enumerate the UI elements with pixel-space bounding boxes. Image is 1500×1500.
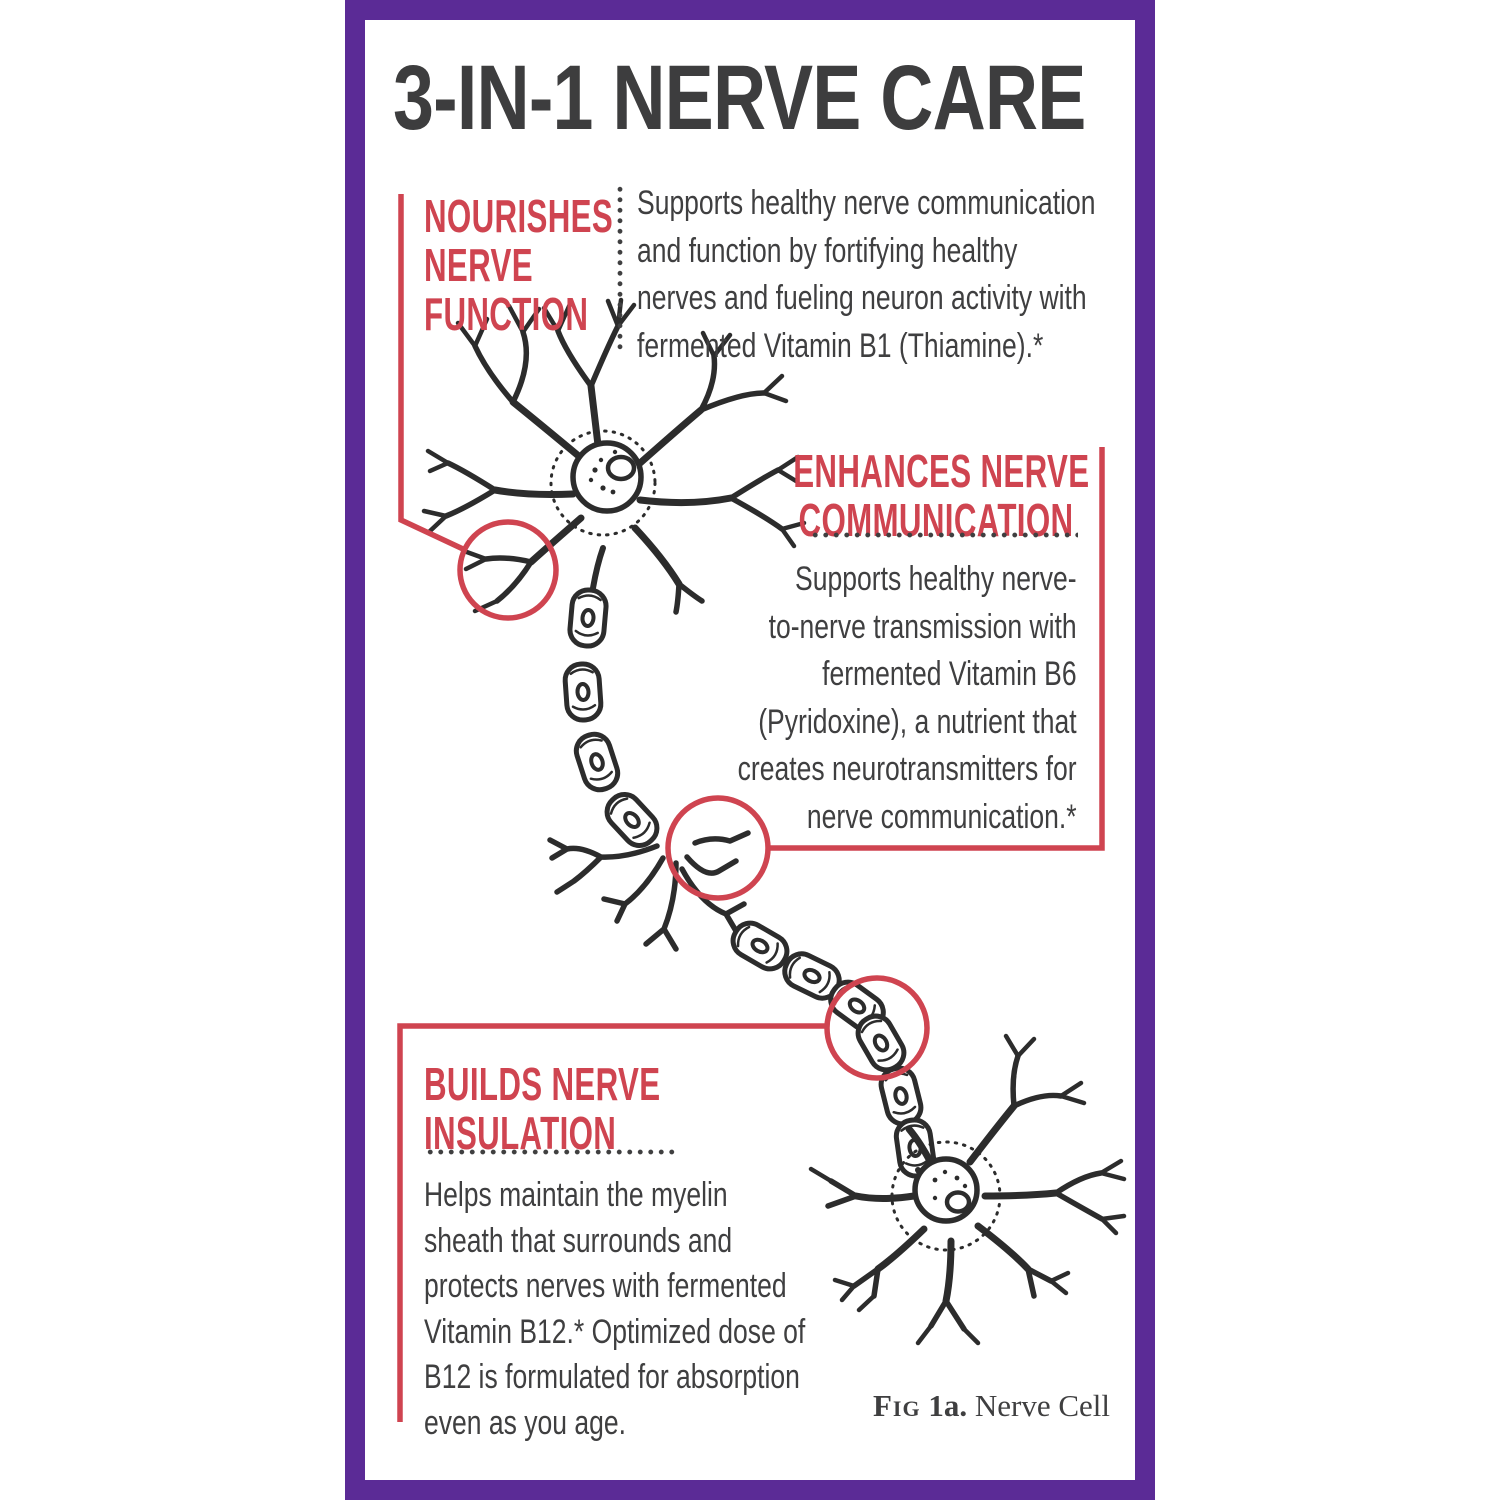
body-line: (Pyridoxine), a nutrient that [758, 702, 1077, 741]
body-line: creates neurotransmitters for [737, 750, 1077, 788]
bottom-nucleolus [944, 1190, 972, 1214]
heading-line: FUNCTION [424, 288, 589, 340]
bottom-neuron-twigs [808, 1033, 1127, 1346]
top-neuron-branches [443, 323, 785, 615]
body-line: and function by fortifying healthy [637, 231, 1018, 270]
body-line: sheath that surrounds and [424, 1221, 733, 1260]
body-line: fermented Vitamin B1 (Thiamine).* [637, 326, 1044, 365]
figure-caption-number: 1a. [928, 1388, 968, 1423]
top-neuron-dendrites [491, 382, 735, 588]
axon-neck-top [590, 545, 606, 591]
highlight-circle-synapse [665, 795, 771, 901]
heading-line: ENHANCES NERVE [793, 445, 1090, 497]
bottom-nucleus-dots [932, 1169, 968, 1201]
body-line: nerves and fueling neuron activity with [637, 279, 1087, 317]
bottom-neuron-branches [825, 1053, 1105, 1332]
top-nucleolus [605, 454, 637, 482]
leader-line-nourishes [398, 194, 465, 552]
section-body-nourishes: Supports healthy nerve communication and… [637, 180, 1095, 370]
highlight-circle-dendrites [457, 519, 559, 621]
nerve-cell-illustration [397, 194, 1127, 1422]
body-line: Supports healthy nerve- [795, 560, 1077, 598]
section-heading-enhances: ENHANCES NERVE COMMUNICATION [793, 445, 1090, 545]
bottom-soma-stipple [890, 1140, 1002, 1252]
callout-annotations [397, 194, 1105, 1422]
body-line: nerve communication.* [807, 797, 1077, 836]
neuron-drawing [421, 297, 1127, 1346]
body-line: Vitamin B12.* Optimized dose of [424, 1312, 806, 1351]
page-title: 3-IN-1 NERVE CARE [393, 47, 1086, 149]
nerve-care-card: 3-IN-1 NERVE CARE NOURISHES NERVE FUNCTI… [345, 0, 1155, 1500]
dotted-divider-enhances [810, 532, 1078, 538]
section-heading-nourishes: NOURISHES NERVE FUNCTION [424, 192, 613, 339]
axon-terminal-branches [547, 830, 751, 952]
body-line: Supports healthy nerve communication [637, 184, 1096, 222]
body-line: B12 is formulated for absorption [424, 1358, 800, 1396]
top-soma-stipple [549, 429, 657, 537]
section-body-enhances: Supports healthy nerve- to-nerve transmi… [738, 556, 1077, 841]
top-nucleus-dots [588, 449, 618, 495]
body-line: Helps maintain the myelin [424, 1176, 728, 1214]
section-body-insulation: Helps maintain the myelin sheath that su… [424, 1173, 805, 1446]
dotted-divider-insulation [425, 1149, 677, 1155]
leader-line-enhances [768, 447, 1105, 851]
body-line: protects nerves with fermented [424, 1267, 787, 1305]
bottom-nucleus [912, 1156, 980, 1224]
figure-caption-label: Nerve Cell [974, 1388, 1110, 1423]
figure-caption-fig: Fig [872, 1388, 921, 1423]
body-line: even as you age. [424, 1403, 626, 1442]
body-line: to-nerve transmission with [768, 607, 1077, 646]
top-neuron-twigs [421, 297, 807, 614]
leader-line-insulation [397, 1023, 827, 1422]
dotted-divider-vertical [617, 184, 623, 350]
section-heading-insulation: BUILDS NERVE INSULATION [424, 1060, 660, 1158]
highlight-circle-myelin [824, 975, 930, 1081]
bottom-neuron-dendrites [852, 1102, 1060, 1305]
heading-line: NERVE [424, 239, 533, 291]
myelin-chain-upper [564, 589, 663, 852]
heading-line: BUILDS NERVE [424, 1058, 661, 1110]
body-line: fermented Vitamin B6 [822, 655, 1077, 693]
figure-caption: Fig 1a. Nerve Cell [873, 1388, 1110, 1424]
heading-line: NOURISHES [424, 190, 614, 242]
